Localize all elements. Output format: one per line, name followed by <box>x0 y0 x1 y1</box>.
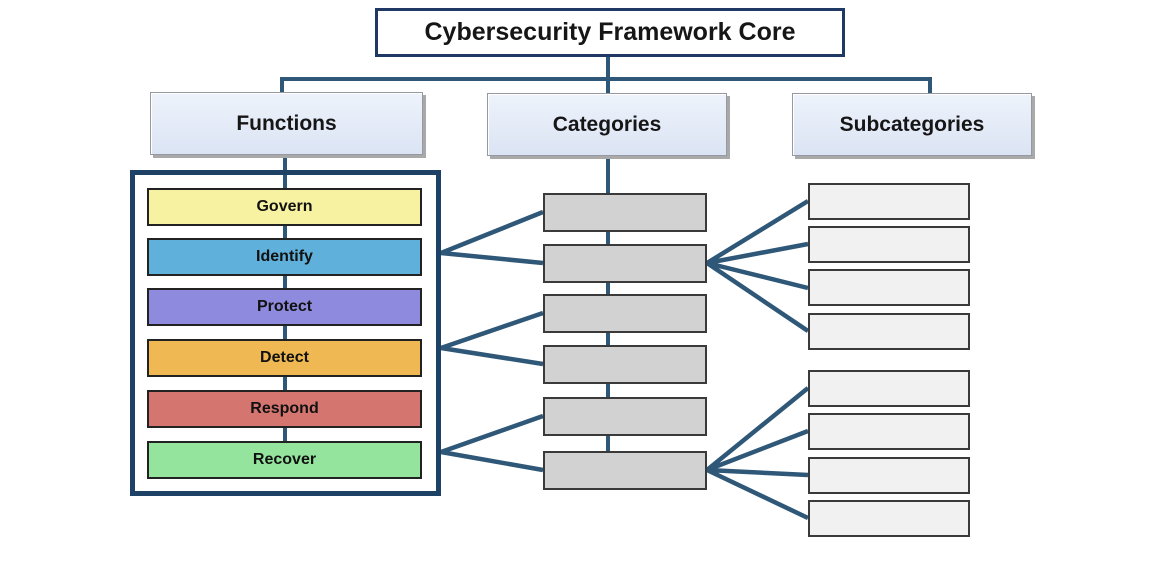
categories-header-label: Categories <box>552 112 662 136</box>
subcategory-box-6 <box>808 413 970 450</box>
fan-category6-to-subcategories <box>705 386 810 521</box>
subcategory-box-8 <box>808 500 970 537</box>
diagram-title: Cybersecurity Framework Core <box>375 8 845 57</box>
function-box-identify: Identify <box>147 238 422 276</box>
category-box-4 <box>543 345 707 384</box>
category-box-3 <box>543 294 707 333</box>
subcategories-header: Subcategories <box>792 93 1032 156</box>
functions-header: Functions <box>150 92 423 155</box>
function-box-respond: Respond <box>147 390 422 428</box>
subcategory-box-2 <box>808 226 970 263</box>
subcategory-box-7 <box>808 457 970 494</box>
fan-recover-to-categories <box>440 413 544 473</box>
fan-detect-to-categories <box>440 310 544 367</box>
category-box-2 <box>543 244 707 283</box>
trunk-connector <box>280 57 932 93</box>
subcategory-box-1 <box>808 183 970 220</box>
subcategory-box-4 <box>808 313 970 350</box>
functions-container <box>130 170 441 496</box>
fan-identify-to-categories <box>440 209 544 266</box>
category-box-6 <box>543 451 707 490</box>
function-box-govern: Govern <box>147 188 422 226</box>
category-box-1 <box>543 193 707 232</box>
subcategory-box-3 <box>808 269 970 306</box>
category-box-5 <box>543 397 707 436</box>
subcategories-header-label: Subcategories <box>839 112 985 136</box>
function-box-detect: Detect <box>147 339 422 377</box>
function-box-protect: Protect <box>147 288 422 326</box>
functions-header-label: Functions <box>236 111 337 135</box>
subcategory-box-5 <box>808 370 970 407</box>
diagram-title-label: Cybersecurity Framework Core <box>424 18 796 46</box>
fan-category2-to-subcategories <box>705 199 810 333</box>
categories-header: Categories <box>487 93 727 156</box>
function-box-recover: Recover <box>147 441 422 479</box>
